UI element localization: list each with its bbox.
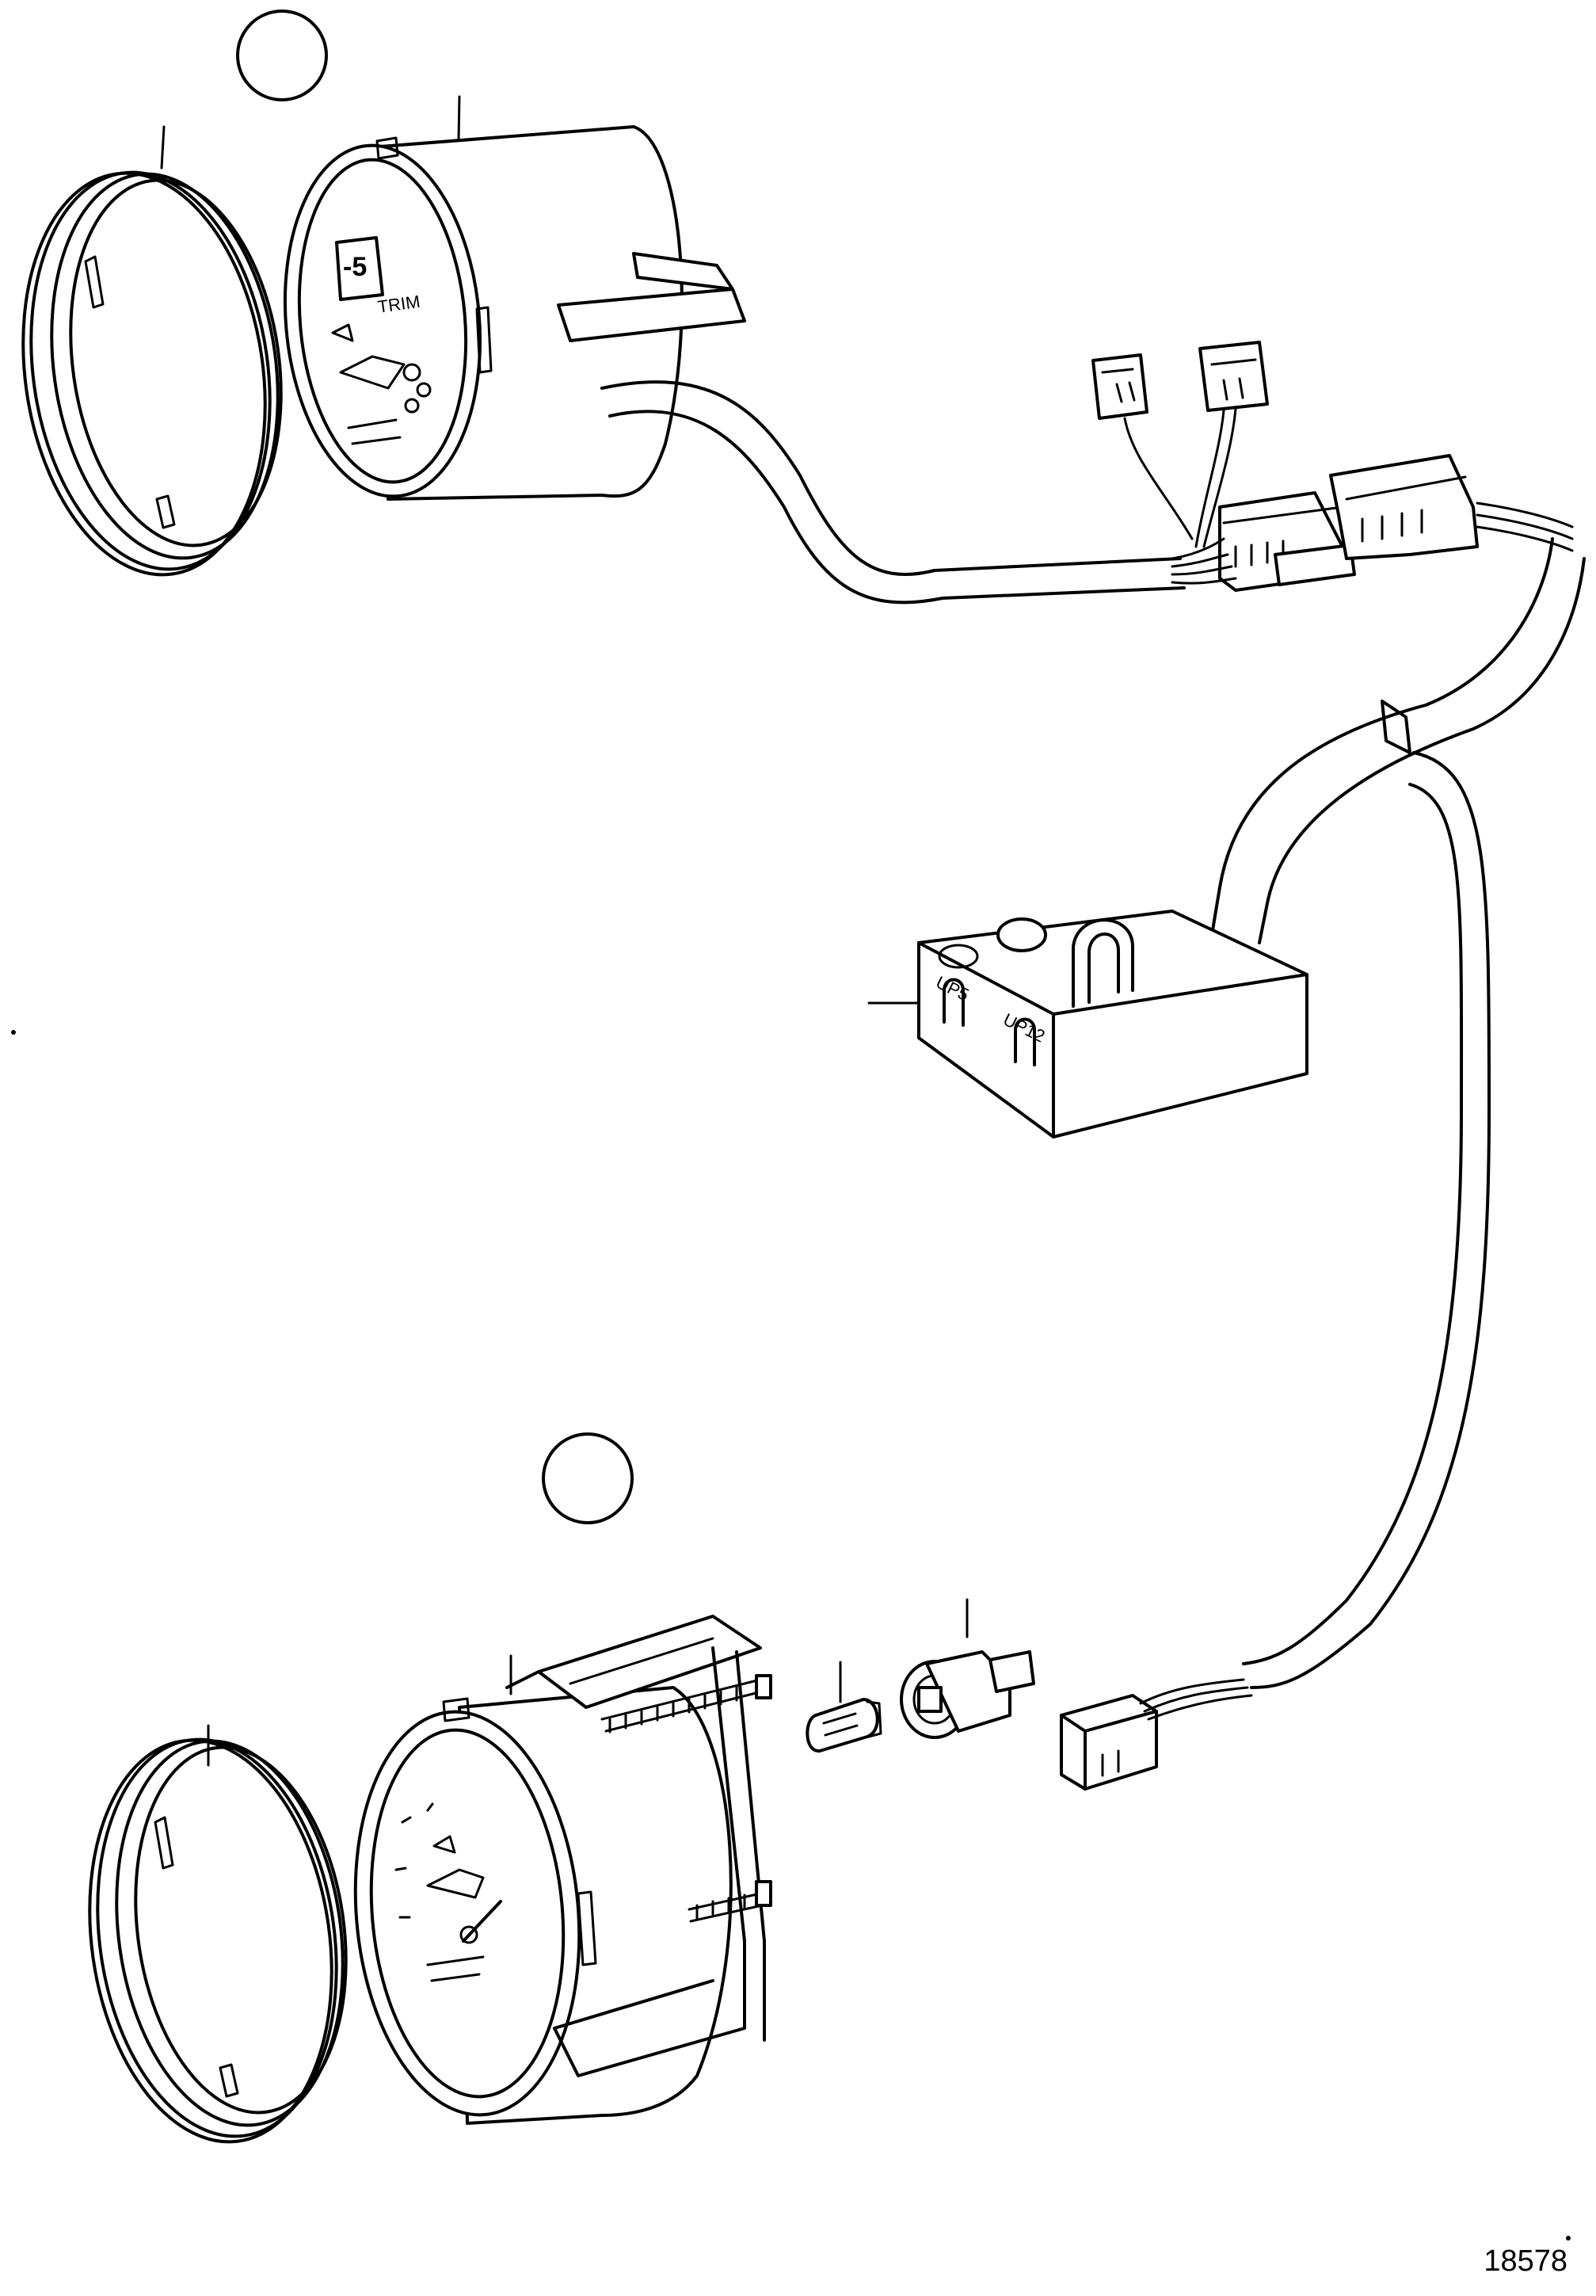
small-connector-2 bbox=[1194, 341, 1269, 548]
multi-pin-connector-right bbox=[1329, 454, 1574, 560]
upper-bezel-ring bbox=[21, 170, 283, 577]
analog-gauge bbox=[353, 1615, 772, 2125]
multi-pin-connector-left bbox=[1218, 491, 1356, 592]
bulb-holder bbox=[900, 1650, 1035, 1739]
reference-circle-upper bbox=[236, 10, 328, 101]
wire-bundle bbox=[1171, 537, 1237, 585]
reference-circle-lower bbox=[542, 1432, 634, 1524]
trim-display-window bbox=[335, 236, 384, 301]
leader-lines bbox=[160, 95, 969, 1767]
control-module: UP5 UP12 bbox=[917, 910, 1308, 1138]
main-harness bbox=[1210, 537, 1586, 1689]
lower-connector bbox=[1060, 1678, 1253, 1791]
trim-digit: -5 bbox=[343, 252, 367, 282]
small-connector-1 bbox=[1091, 353, 1194, 540]
reference-number: 18578 bbox=[1484, 2245, 1567, 2278]
lower-bezel-ring bbox=[88, 1737, 348, 2144]
trim-gauge: -5 TRIM bbox=[283, 125, 1186, 605]
bulb bbox=[806, 1698, 882, 1753]
